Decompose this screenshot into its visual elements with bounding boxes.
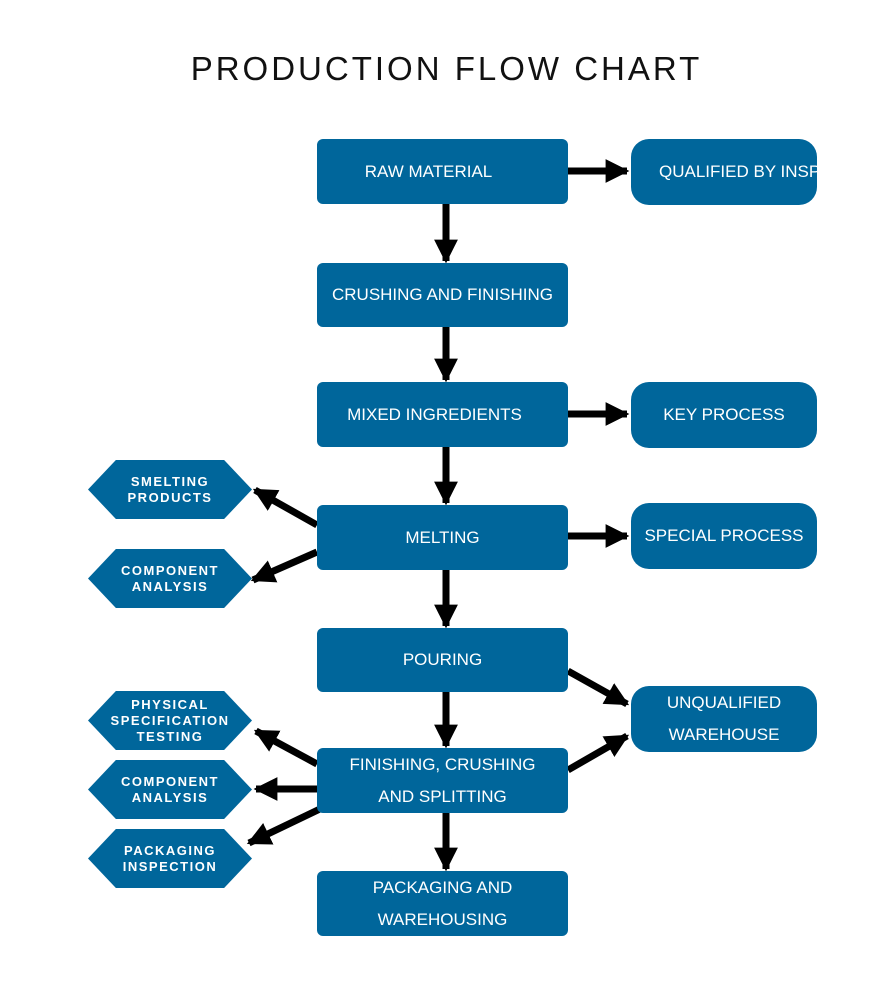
step-label: RAW MATERIAL — [364, 161, 493, 181]
arrow-finishing-to-unqualified — [566, 732, 630, 774]
check-label-line-1: SMELTING — [130, 473, 210, 489]
side-label: KEY PROCESS — [663, 405, 785, 424]
side-key-process: KEY PROCESS — [631, 382, 817, 448]
check-label-line-2: ANALYSIS — [131, 578, 209, 594]
arrow-melting-to-smelting — [252, 486, 319, 529]
step-label: CRUSHING AND FINISHING — [331, 285, 554, 304]
arrow-finishing-to-physical — [253, 727, 319, 768]
step-label-line-1: FINISHING, CRUSHING — [349, 754, 536, 774]
side-label: SPECIAL PROCESS — [644, 526, 804, 545]
arrow-pouring-to-unqualified — [566, 667, 630, 708]
check-component-analysis: COMPONENT ANALYSIS — [88, 549, 252, 608]
side-qualified-by-inspection: QUALIFIED BY INSPECTION — [631, 139, 817, 205]
side-label-line-1: UNQUALIFIED — [666, 693, 782, 712]
page-title: PRODUCTION FLOW CHART — [190, 50, 703, 87]
step-finishing-crushing-splitting: FINISHING, CRUSHING AND SPLITTING — [317, 748, 568, 813]
arrow-finishing-to-packaging-inspection — [246, 804, 324, 847]
step-label-line-2: WAREHOUSING — [377, 909, 508, 929]
side-unqualified-warehouse: UNQUALIFIED WAREHOUSE — [631, 686, 817, 752]
check-label-line-1: COMPONENT — [121, 562, 219, 578]
check-label-line-2: ANALYSIS — [131, 789, 209, 805]
step-label: MELTING — [405, 527, 480, 547]
check-label-line-1: PACKAGING — [124, 842, 216, 858]
step-crushing-and-finishing: CRUSHING AND FINISHING — [317, 263, 568, 327]
check-packaging-inspection: PACKAGING INSPECTION — [88, 829, 252, 888]
check-smelting-products: SMELTING PRODUCTS — [88, 460, 252, 519]
side-label-line-2: WAREHOUSE — [668, 725, 780, 744]
step-packaging-and-warehousing: PACKAGING AND WAREHOUSING — [317, 871, 568, 936]
check-label-line-2: SPECIFICATION — [110, 712, 230, 728]
check-component-analysis-2: COMPONENT ANALYSIS — [88, 760, 252, 819]
step-label: POURING — [402, 650, 483, 669]
step-label: MIXED INGREDIENTS — [347, 404, 522, 424]
side-special-process: SPECIAL PROCESS — [631, 503, 817, 569]
step-mixed-ingredients: MIXED INGREDIENTS — [317, 382, 568, 447]
check-label-line-1: COMPONENT — [121, 773, 219, 789]
step-pouring: POURING — [317, 628, 568, 692]
check-label-line-2: INSPECTION — [122, 858, 218, 874]
check-physical-specification-testing: PHYSICAL SPECIFICATION TESTING — [88, 691, 252, 750]
step-raw-material: RAW MATERIAL — [317, 139, 568, 204]
step-melting: MELTING — [317, 505, 568, 570]
side-label: QUALIFIED BY INSPECTION — [659, 162, 817, 181]
step-label-line-2: AND SPLITTING — [378, 786, 507, 806]
arrow-melting-to-component — [250, 548, 319, 584]
check-label-line-3: TESTING — [136, 728, 204, 744]
check-label-line-2: PRODUCTS — [127, 489, 213, 505]
check-label-line-1: PHYSICAL — [131, 696, 209, 712]
step-label-line-1: PACKAGING AND — [372, 877, 513, 897]
